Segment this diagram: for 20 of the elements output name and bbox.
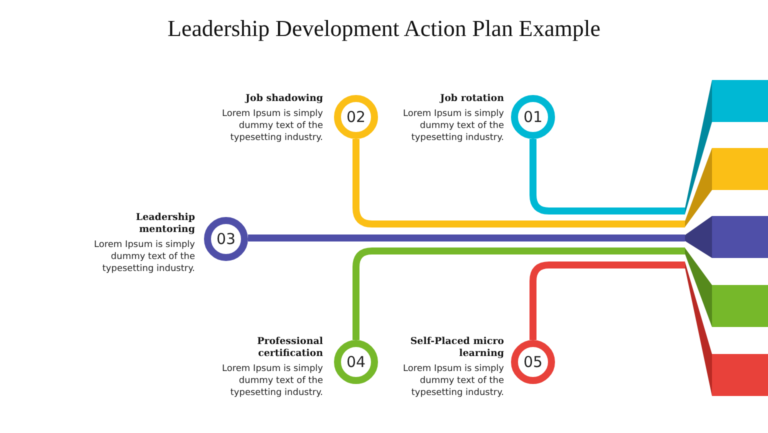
connector-line bbox=[530, 139, 685, 214]
connector-line bbox=[248, 234, 685, 242]
number-circle: 01 bbox=[511, 95, 555, 139]
number-circle: 05 bbox=[511, 340, 555, 384]
step-heading: Leadership mentoring bbox=[134, 212, 195, 236]
step-description: Lorem Ipsum is simply dummy text of the typesetting industry. bbox=[93, 239, 195, 275]
step-description: Lorem Ipsum is simply dummy text of the typesetting industry. bbox=[221, 363, 323, 399]
step-heading: Professional certification bbox=[256, 336, 323, 360]
step-description: Lorem Ipsum is simply dummy text of the typesetting industry. bbox=[402, 108, 504, 144]
step-description: Lorem Ipsum is simply dummy text of the typesetting industry. bbox=[221, 108, 323, 144]
step-heading: Self-Placed micro learning bbox=[409, 336, 504, 360]
number-circle: 03 bbox=[204, 217, 248, 261]
step-description: Lorem Ipsum is simply dummy text of the typesetting industry. bbox=[402, 363, 504, 399]
title: Leadership Development Action Plan Example bbox=[166, 16, 602, 42]
number-circle: 02 bbox=[334, 95, 378, 139]
connector-line bbox=[352, 139, 685, 228]
number-circle: 04 bbox=[334, 340, 378, 384]
connector-line bbox=[352, 248, 685, 340]
step-heading: Job rotation bbox=[438, 93, 504, 105]
step-heading: Job shadowing bbox=[244, 93, 323, 105]
